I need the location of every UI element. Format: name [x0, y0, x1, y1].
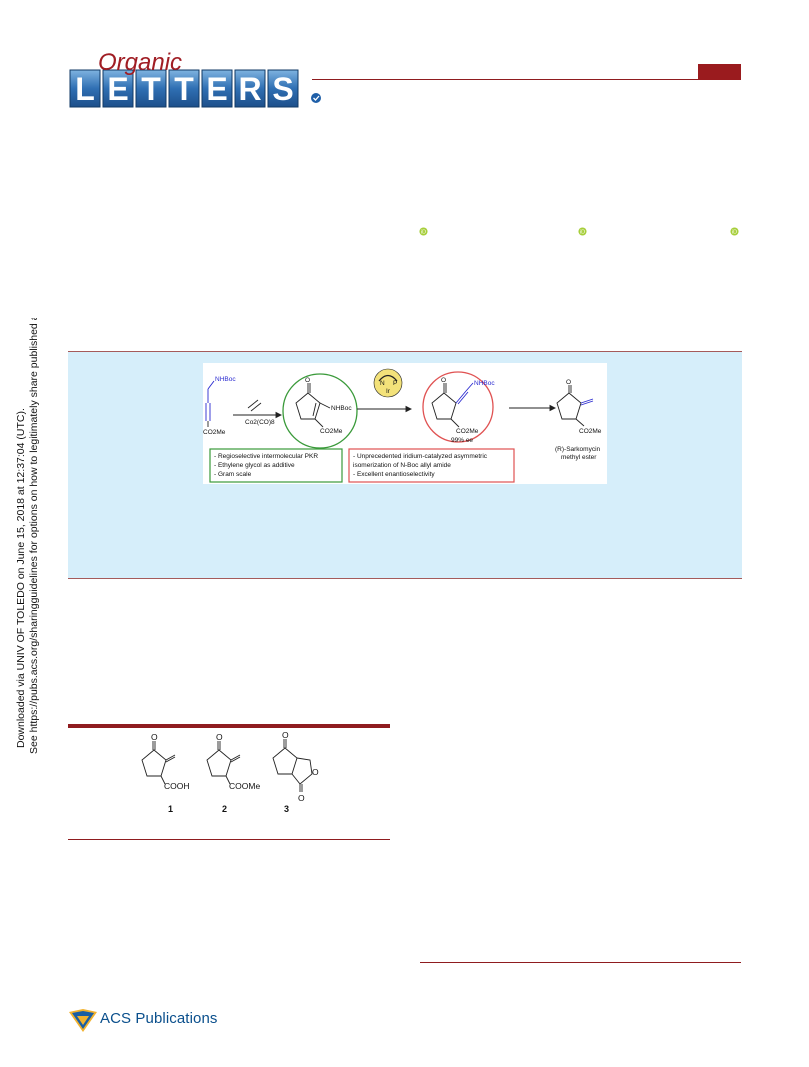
toc-label: CO2Me	[203, 429, 226, 436]
toc-bullet: - Excellent enantioselectivity	[353, 471, 435, 478]
figure-atom: O	[216, 732, 223, 742]
checkmark-icon	[311, 93, 321, 103]
toc-label: 99% ee	[451, 437, 473, 444]
logo-letter: T	[141, 71, 161, 107]
figure-bottom-rule	[68, 839, 390, 840]
figure-label: COOMe	[229, 781, 260, 791]
toc-atom: O	[566, 379, 571, 386]
logo-letter: R	[238, 71, 261, 107]
toc-label: NHBoc	[474, 380, 495, 387]
toc-bullet: - Ethylene glycol as additive	[214, 462, 295, 469]
orcid-icon[interactable]: iD	[730, 227, 739, 236]
header-tab	[698, 64, 741, 80]
toc-label: methyl ester	[561, 454, 597, 461]
orcid-icon[interactable]: iD	[578, 227, 587, 236]
side-note-line-2: See https://pubs.acs.org/sharingguidelin…	[28, 318, 40, 754]
download-side-note: Downloaded via UNIV OF TOLEDO on June 15…	[15, 318, 40, 754]
toc-bullet: - Unprecedented iridium-catalyzed asymme…	[353, 453, 488, 460]
toc-label: (R)-Sarkomycin	[555, 446, 601, 453]
compound-number: 1	[168, 804, 173, 814]
journal-logo: L E T T E R S Organic	[69, 49, 321, 108]
figure-atom: O	[298, 793, 305, 803]
toc-label: CO2Me	[579, 428, 602, 435]
footnote-rule	[420, 962, 741, 963]
figure-label: COOH	[164, 781, 190, 791]
toc-label: P	[393, 380, 397, 387]
compound-number: 2	[222, 804, 227, 814]
svg-text:iD: iD	[732, 229, 737, 235]
header-rule	[312, 79, 698, 80]
toc-bullet: isomerization of N-Boc allyl amide	[353, 462, 451, 469]
compound-number: 3	[284, 804, 289, 814]
toc-graphic: NHBoc CO2Me Co2(CO)8 O NHBoc CO2Me N P I…	[203, 363, 607, 484]
figure-atom: O	[282, 732, 289, 740]
toc-label: CO2Me	[320, 428, 343, 435]
svg-text:iD: iD	[580, 229, 585, 235]
toc-bullet: - Regioselective intermolecular PKR	[214, 453, 318, 460]
logo-letter: E	[206, 71, 227, 107]
logo-letter: E	[107, 71, 128, 107]
svg-text:iD: iD	[421, 229, 426, 235]
acs-publications-text: ACS Publications	[100, 1010, 218, 1027]
figure-atom: O	[151, 732, 158, 742]
logo-tiles	[69, 69, 299, 108]
logo-letter: S	[272, 71, 293, 107]
toc-label: Ir	[386, 388, 391, 395]
logo-script-word: Organic	[98, 49, 182, 76]
toc-label: CO2Me	[456, 428, 479, 435]
logo-letter: T	[174, 71, 194, 107]
toc-atom: O	[305, 377, 310, 384]
acs-logo-icon	[69, 1009, 97, 1032]
toc-label: N	[380, 380, 385, 387]
toc-label: NHBoc	[215, 376, 236, 383]
orcid-icon[interactable]: iD	[419, 227, 428, 236]
figure-top-rule	[68, 724, 390, 728]
figure-atom: O	[312, 767, 319, 777]
toc-atom: O	[441, 377, 446, 384]
toc-label: NHBoc	[331, 405, 352, 412]
toc-bullet: - Gram scale	[214, 471, 252, 478]
toc-label: Co2(CO)8	[245, 419, 275, 426]
logo-letter: L	[75, 71, 95, 107]
side-note-line-1: Downloaded via UNIV OF TOLEDO on June 15…	[15, 408, 27, 748]
figure1-structures: O COOH O COOMe O O O 1 2 3	[141, 732, 319, 814]
